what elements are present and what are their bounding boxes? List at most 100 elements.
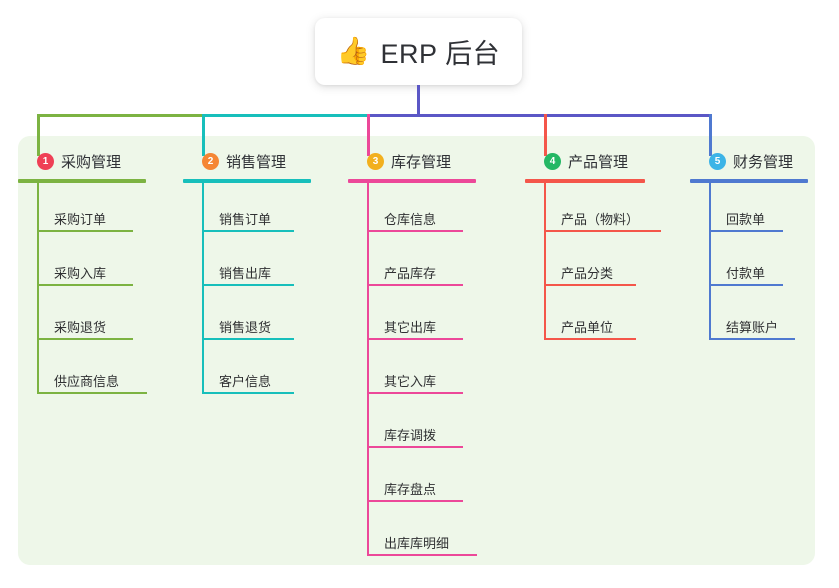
category-column-4: 4 产品管理产品（物料） 产品分类产品单位 bbox=[525, 148, 690, 345]
leaf-item[interactable]: 供应商信息 bbox=[37, 345, 183, 399]
bus-segment bbox=[544, 114, 709, 117]
leaf-item-label: 其它入库 bbox=[384, 374, 437, 389]
leaf-item-underline bbox=[544, 338, 636, 340]
leaf-item-underline bbox=[544, 230, 661, 232]
leaf-item[interactable]: 客户信息 bbox=[202, 345, 348, 399]
branch-drop-connector bbox=[37, 114, 40, 156]
leaf-item[interactable]: 付款单 bbox=[709, 237, 815, 291]
category-header-2[interactable]: 2 销售管理 bbox=[183, 148, 348, 174]
leaf-item[interactable]: 库存盘点 bbox=[367, 453, 525, 507]
category-underline bbox=[348, 179, 476, 183]
leaf-item[interactable]: 产品（物料） bbox=[544, 183, 690, 237]
leaf-item[interactable]: 销售订单 bbox=[202, 183, 348, 237]
leaf-item[interactable]: 产品库存 bbox=[367, 237, 525, 291]
leaf-item[interactable]: 采购入库 bbox=[37, 237, 183, 291]
category-spine bbox=[202, 183, 204, 394]
leaf-item-underline bbox=[367, 554, 477, 556]
leaf-item-underline bbox=[709, 230, 783, 232]
leaf-item-label: 付款单 bbox=[726, 266, 766, 281]
leaf-item[interactable]: 采购退货 bbox=[37, 291, 183, 345]
leaf-item-underline bbox=[709, 338, 795, 340]
category-column-1: 1 采购管理采购订单采购入库采购退货供应商信息 bbox=[18, 148, 183, 399]
category-underline bbox=[183, 179, 311, 183]
leaf-item[interactable]: 出库库明细 bbox=[367, 507, 525, 561]
leaf-item-label: 销售出库 bbox=[219, 266, 272, 281]
category-label: 销售管理 bbox=[226, 153, 287, 171]
leaf-item-label: 结算账户 bbox=[726, 320, 779, 335]
leaf-item-label: 回款单 bbox=[726, 212, 766, 227]
leaf-item-label: 采购订单 bbox=[54, 212, 107, 227]
leaf-item-label: 仓库信息 bbox=[384, 212, 437, 227]
leaf-item[interactable]: 其它出库 bbox=[367, 291, 525, 345]
root-node[interactable]: 👍 ERP 后台 bbox=[315, 18, 522, 85]
category-header-3[interactable]: 3 库存管理 bbox=[348, 148, 525, 174]
leaf-item-underline bbox=[367, 230, 463, 232]
leaf-item-label: 客户信息 bbox=[219, 374, 272, 389]
bus-segment bbox=[37, 114, 202, 117]
root-node-title: ERP 后台 bbox=[380, 39, 501, 69]
leaf-item-label: 产品（物料） bbox=[561, 212, 640, 227]
leaf-item-underline bbox=[37, 392, 147, 394]
category-items: 回款单付款单结算账户 bbox=[690, 183, 815, 345]
category-column-3: 3 库存管理仓库信息产品库存其它出库其它入库库存调拨库存盘点出库库明细 bbox=[348, 148, 525, 561]
leaf-item[interactable]: 采购订单 bbox=[37, 183, 183, 237]
category-column-2: 2 销售管理销售订单销售出库销售退货客户信息 bbox=[183, 148, 348, 399]
diagram-panel bbox=[18, 136, 815, 565]
leaf-item[interactable]: 产品分类 bbox=[544, 237, 690, 291]
bus-segment bbox=[202, 114, 367, 117]
leaf-item-label: 销售退货 bbox=[219, 320, 272, 335]
category-label: 采购管理 bbox=[61, 153, 122, 171]
leaf-item-label: 库存盘点 bbox=[384, 482, 437, 497]
category-underline bbox=[18, 179, 146, 183]
root-trunk-connector bbox=[417, 85, 420, 116]
leaf-item-underline bbox=[367, 284, 463, 286]
leaf-item[interactable]: 其它入库 bbox=[367, 345, 525, 399]
leaf-item-label: 产品库存 bbox=[384, 266, 437, 281]
category-number-badge: 4 bbox=[544, 152, 561, 170]
leaf-item-label: 采购入库 bbox=[54, 266, 107, 281]
leaf-item-underline bbox=[544, 284, 636, 286]
category-label: 库存管理 bbox=[391, 153, 452, 171]
branch-drop-connector bbox=[544, 114, 547, 156]
leaf-item[interactable]: 产品单位 bbox=[544, 291, 690, 345]
category-number-badge: 5 bbox=[709, 152, 726, 170]
leaf-item-label: 销售订单 bbox=[219, 212, 272, 227]
category-header-4[interactable]: 4 产品管理 bbox=[525, 148, 690, 174]
leaf-item-underline bbox=[367, 500, 463, 502]
leaf-item[interactable]: 销售出库 bbox=[202, 237, 348, 291]
leaf-item-label: 采购退货 bbox=[54, 320, 107, 335]
category-number-badge: 3 bbox=[367, 152, 384, 170]
category-header-1[interactable]: 1 采购管理 bbox=[18, 148, 183, 174]
leaf-item-label: 产品单位 bbox=[561, 320, 614, 335]
category-spine bbox=[367, 183, 369, 556]
leaf-item-underline bbox=[202, 338, 294, 340]
category-items: 销售订单销售出库销售退货客户信息 bbox=[183, 183, 348, 399]
leaf-item-label: 其它出库 bbox=[384, 320, 437, 335]
category-spine bbox=[709, 183, 711, 340]
leaf-item-label: 产品分类 bbox=[561, 266, 614, 281]
category-number-badge: 2 bbox=[202, 152, 219, 170]
category-number-badge: 1 bbox=[37, 152, 54, 170]
leaf-item-label: 库存调拨 bbox=[384, 428, 437, 443]
leaf-item[interactable]: 回款单 bbox=[709, 183, 815, 237]
leaf-item-underline bbox=[367, 392, 463, 394]
category-spine bbox=[544, 183, 546, 340]
branch-drop-connector bbox=[367, 114, 370, 156]
thumbs-up-icon: 👍 bbox=[336, 36, 371, 66]
leaf-item[interactable]: 结算账户 bbox=[709, 291, 815, 345]
leaf-item-underline bbox=[202, 392, 294, 394]
leaf-item-underline bbox=[202, 284, 294, 286]
leaf-item-underline bbox=[202, 230, 294, 232]
leaf-item[interactable]: 销售退货 bbox=[202, 291, 348, 345]
category-label: 产品管理 bbox=[568, 153, 629, 171]
leaf-item[interactable]: 仓库信息 bbox=[367, 183, 525, 237]
leaf-item[interactable]: 库存调拨 bbox=[367, 399, 525, 453]
leaf-item-label: 供应商信息 bbox=[54, 374, 120, 389]
leaf-item-underline bbox=[37, 230, 133, 232]
leaf-item-label: 出库库明细 bbox=[384, 536, 450, 551]
bus-segment bbox=[367, 114, 544, 117]
category-underline bbox=[525, 179, 645, 183]
category-items: 采购订单采购入库采购退货供应商信息 bbox=[18, 183, 183, 399]
